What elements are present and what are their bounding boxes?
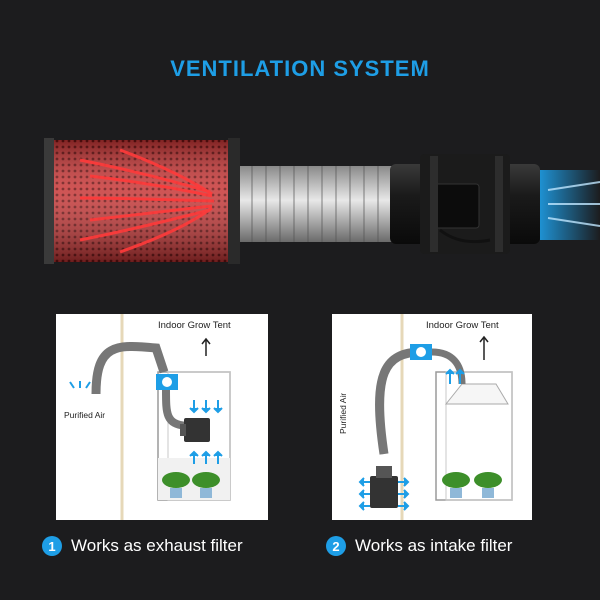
airflow-out xyxy=(540,170,600,240)
airflow-arrows xyxy=(69,381,223,464)
purified-air-label: Purified Air xyxy=(338,392,348,434)
plant-icon xyxy=(162,472,220,498)
tent-label: Indoor Grow Tent xyxy=(158,320,231,331)
airflow-arrows xyxy=(358,368,465,511)
purified-air-label: Purified Air xyxy=(64,410,106,420)
carbon-filter xyxy=(44,138,240,264)
number-badge: 2 xyxy=(326,536,346,556)
number-badge: 1 xyxy=(42,536,62,556)
carbon-filter-icon xyxy=(180,418,210,442)
hood-icon xyxy=(444,383,509,405)
plant-icon xyxy=(442,472,502,498)
caption-text: Works as exhaust filter xyxy=(71,536,243,555)
product-illustration xyxy=(44,138,600,264)
page-title: VENTILATION SYSTEM xyxy=(170,56,430,81)
flexible-duct xyxy=(240,166,400,242)
caption-text: Works as intake filter xyxy=(355,536,513,555)
tent-label: Indoor Grow Tent xyxy=(426,320,499,331)
duct-hose xyxy=(91,341,169,395)
inline-fan xyxy=(390,154,540,254)
carbon-filter-icon xyxy=(370,466,398,508)
exhaust-diagram: Indoor Grow Tent Purified Air xyxy=(56,314,268,520)
fan-icon xyxy=(156,374,178,390)
caption-exhaust: 1 Works as exhaust filter xyxy=(42,536,243,556)
intake-diagram: Indoor Grow Tent Purified Air xyxy=(332,314,532,520)
caption-intake: 2 Works as intake filter xyxy=(326,536,512,556)
fan-icon xyxy=(410,344,432,360)
